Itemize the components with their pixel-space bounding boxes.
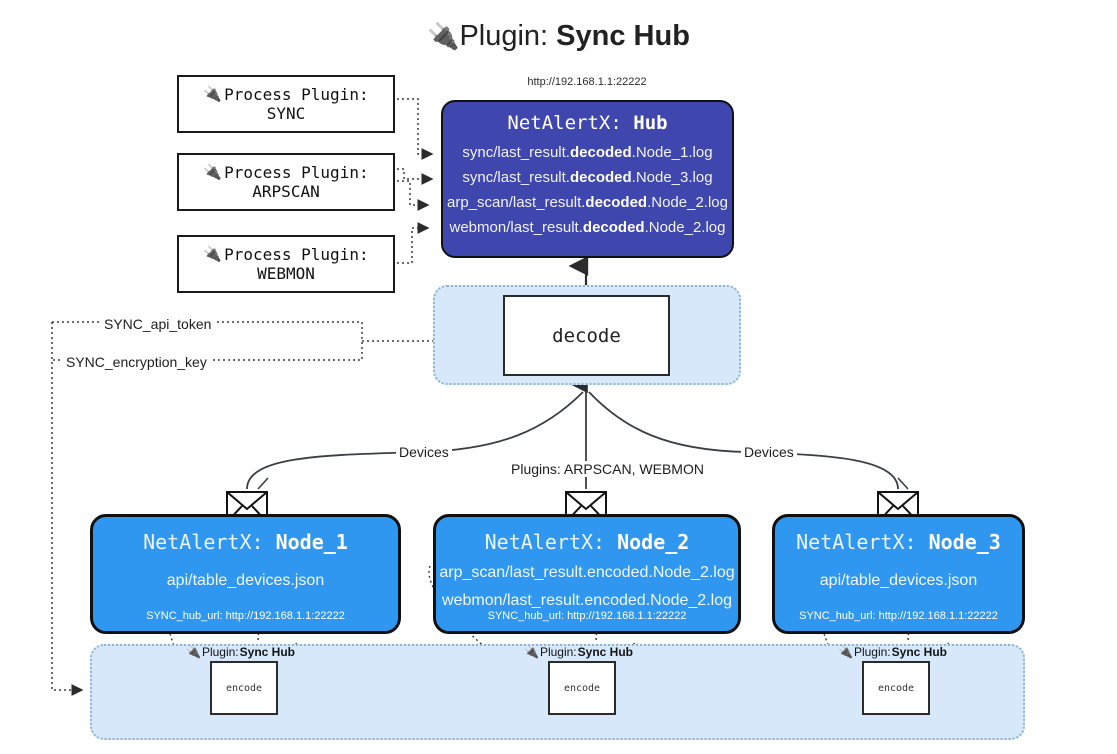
label-devices-right: Devices bbox=[741, 444, 797, 460]
node-box-node-3[interactable]: NetAlertX: Node_3 api/table_devices.json… bbox=[772, 514, 1025, 634]
node-hub-url: SYNC_hub_url: http://192.168.1.1:22222 bbox=[487, 610, 687, 622]
node-lines: api/table_devices.json bbox=[775, 567, 1022, 595]
node-line: arp_scan/last_result.encoded.Node_2.log bbox=[439, 564, 735, 581]
encode-caption: 🔌Plugin: Sync Hub bbox=[186, 645, 295, 659]
process-plugin-arpscan[interactable]: 🔌Process Plugin: ARPSCAN bbox=[177, 153, 395, 211]
plug-icon: 🔌 bbox=[186, 645, 201, 659]
hub-log-row: webmon/last_result.decoded.Node_2.log bbox=[449, 219, 726, 236]
plug-icon: 🔌 bbox=[203, 163, 223, 181]
hub-log-row: arp_scan/last_result.decoded.Node_2.log bbox=[447, 194, 728, 211]
plug-icon: 🔌 bbox=[427, 21, 460, 51]
node-line: api/table_devices.json bbox=[166, 572, 325, 589]
process-plugin-label: Process Plugin: bbox=[224, 85, 369, 104]
plug-icon: 🔌 bbox=[524, 645, 539, 659]
node-title: NetAlertX: Node_2 bbox=[484, 530, 690, 554]
label-devices-left: Devices bbox=[396, 444, 452, 460]
hub-url-label: http://192.168.1.1:22222 bbox=[527, 76, 647, 88]
process-plugin-label: Process Plugin: bbox=[224, 163, 369, 182]
process-plugin-label: Process Plugin: bbox=[224, 245, 369, 264]
plug-icon: 🔌 bbox=[838, 645, 853, 659]
process-plugin-webmon[interactable]: 🔌Process Plugin: WEBMON bbox=[177, 235, 395, 293]
node-line: api/table_devices.json bbox=[819, 572, 978, 589]
plug-icon: 🔌 bbox=[203, 245, 223, 263]
node-lines: arp_scan/last_result.encoded.Node_2.log … bbox=[436, 559, 738, 615]
label-sync-encryption-key: SYNC_encryption_key bbox=[63, 354, 210, 370]
node-title: NetAlertX: Node_1 bbox=[143, 530, 348, 554]
hub-log-row: sync/last_result.decoded.Node_3.log bbox=[462, 169, 713, 186]
hub-title-prefix: NetAlertX: bbox=[507, 112, 634, 134]
hub-title-name: Hub bbox=[633, 112, 668, 134]
node-box-node-2[interactable]: NetAlertX: Node_2 arp_scan/last_result.e… bbox=[433, 514, 741, 634]
process-plugin-name: ARPSCAN bbox=[252, 182, 320, 201]
encode-caption: 🔌Plugin: Sync Hub bbox=[524, 645, 633, 659]
hub-title: NetAlertX: Hub bbox=[443, 110, 732, 136]
process-plugin-sync[interactable]: 🔌Process Plugin: SYNC bbox=[177, 75, 395, 133]
process-plugin-name: WEBMON bbox=[257, 264, 315, 283]
node-title: NetAlertX: Node_3 bbox=[796, 530, 1001, 554]
hub-log-list: sync/last_result.decoded.Node_1.log sync… bbox=[443, 140, 732, 240]
node-hub-url: SYNC_hub_url: http://192.168.1.1:22222 bbox=[146, 610, 345, 622]
encode-caption: 🔌Plugin: Sync Hub bbox=[838, 645, 947, 659]
page-title: 🔌Plugin: Sync Hub bbox=[0, 16, 1117, 56]
label-plugins-mid: Plugins: ARPSCAN, WEBMON bbox=[508, 461, 707, 477]
page-title-name: Sync Hub bbox=[556, 20, 690, 52]
encode-box-node-3[interactable]: encode bbox=[862, 661, 930, 715]
hub-node[interactable]: NetAlertX: Hub sync/last_result.decoded.… bbox=[441, 100, 734, 258]
process-plugin-name: SYNC bbox=[266, 104, 306, 123]
decode-box[interactable]: decode bbox=[503, 295, 670, 376]
page-title-prefix: Plugin: bbox=[459, 20, 557, 52]
node-line: webmon/last_result.encoded.Node_2.log bbox=[442, 592, 732, 609]
hub-log-row: sync/last_result.decoded.Node_1.log bbox=[462, 144, 713, 161]
plug-icon: 🔌 bbox=[203, 85, 223, 103]
node-hub-url: SYNC_hub_url: http://192.168.1.1:22222 bbox=[799, 610, 998, 622]
node-lines: api/table_devices.json bbox=[93, 567, 398, 595]
encode-box-node-2[interactable]: encode bbox=[548, 661, 616, 715]
encode-box-node-1[interactable]: encode bbox=[210, 661, 278, 715]
label-sync-api-token: SYNC_api_token bbox=[101, 316, 215, 332]
node-box-node-1[interactable]: NetAlertX: Node_1 api/table_devices.json… bbox=[90, 514, 401, 634]
